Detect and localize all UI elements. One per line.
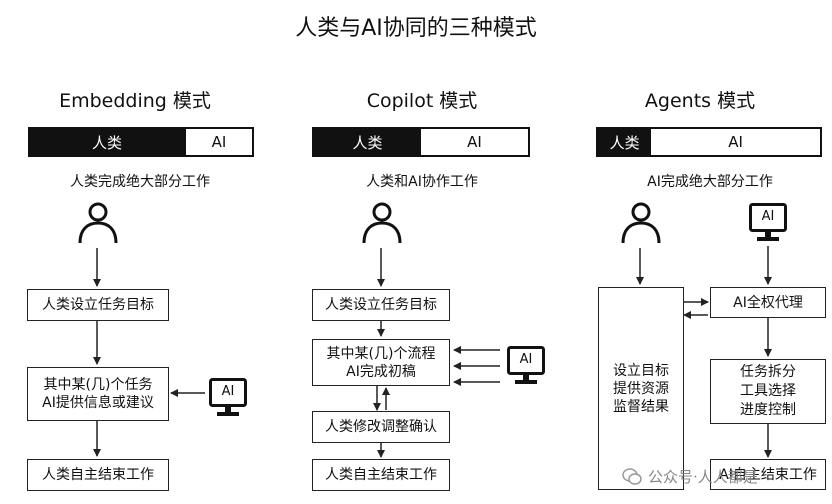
agents-title: Agents 模式 (644, 90, 756, 112)
copilot-step-2: 其中某(几)个流程 AI完成初稿 (312, 339, 450, 386)
embedding-step-3: 人类自主结束工作 (27, 459, 169, 491)
ai-monitor-icon: AI (209, 378, 247, 418)
copilot-subtitle: 人类和AI协作工作 (366, 174, 478, 190)
embedding-ratio-bar: 人类 AI (28, 127, 254, 157)
page-title: 人类与AI协同的三种模式 (295, 16, 537, 41)
agents-human-role: 设立目标 提供资源 监督结果 (598, 287, 684, 490)
ai-share: AI (421, 129, 528, 155)
agents-ratio-bar: 人类 AI (596, 127, 822, 157)
agents-step-1: AI全权代理 (710, 287, 826, 318)
watermark: 公众号·人人都是 (622, 466, 758, 487)
agents-step-3: AI自主结束工作 (710, 459, 826, 490)
person-icon (78, 202, 118, 244)
agents-step-2: 任务拆分 工具选择 进度控制 (710, 359, 826, 424)
human-share: 人类 (30, 129, 184, 155)
watermark-text: 公众号·人人都是 (648, 468, 758, 486)
copilot-title: Copilot 模式 (366, 90, 478, 112)
agents-subtitle: AI完成绝大部分工作 (647, 174, 773, 190)
ai-monitor-label: AI (519, 352, 533, 367)
embedding-step-2: 其中某(几)个任务 AI提供信息或建议 (27, 367, 169, 421)
ai-monitor-icon: AI (507, 346, 545, 386)
human-share: 人类 (314, 129, 421, 155)
embedding-title: Embedding 模式 (59, 90, 211, 112)
human-share: 人类 (598, 129, 652, 155)
ai-monitor-icon: AI (749, 203, 787, 243)
wechat-icon (622, 467, 642, 485)
copilot-step-3: 人类修改调整确认 (312, 411, 450, 443)
ai-monitor-label: AI (761, 209, 775, 224)
person-icon (362, 202, 402, 244)
ai-share: AI (651, 129, 820, 155)
embedding-subtitle: 人类完成绝大部分工作 (70, 174, 210, 190)
person-icon (621, 202, 661, 244)
copilot-step-1: 人类设立任务目标 (312, 289, 450, 321)
embedding-step-1: 人类设立任务目标 (27, 289, 169, 321)
ai-share: AI (184, 129, 252, 155)
copilot-step-4: 人类自主结束工作 (312, 459, 450, 491)
ai-monitor-label: AI (221, 384, 235, 399)
copilot-ratio-bar: 人类 AI (312, 127, 530, 157)
